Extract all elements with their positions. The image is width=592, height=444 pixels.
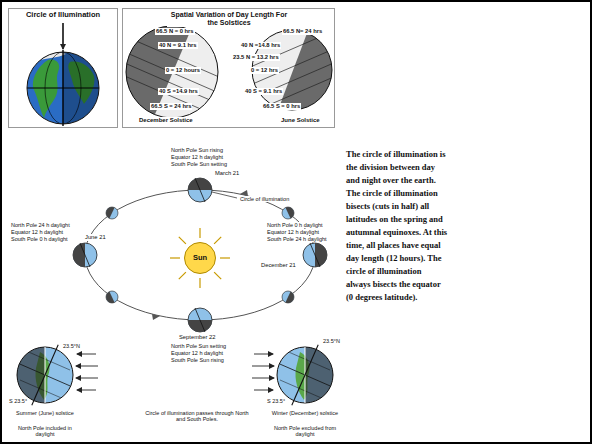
sun-circle: Sun — [184, 242, 216, 274]
daylight-row: North Pole 24 h daylight — [10, 222, 71, 228]
date-label: December 21 — [260, 262, 297, 269]
daylight-row: North Pole 0 h daylight — [266, 222, 324, 228]
day-length-label: 23.5 N = 13.2 hrs — [232, 54, 280, 61]
day-length-label: 40 S =14.9 hrs — [158, 88, 199, 95]
day-length-label: 40 N =14.8 hrs — [240, 42, 281, 49]
callout-label: Circle of illumination — [239, 196, 290, 202]
solstice-caption: December Solstice — [138, 117, 194, 124]
daylight-row: South Pole Sun setting — [170, 161, 228, 167]
daylight-row: South Pole Sun rising — [170, 357, 225, 363]
figure-panel: Spatial Variation of Day Length For the … — [122, 8, 335, 128]
panel-title: Spatial Variation of Day Length For the … — [167, 11, 291, 27]
globe-caption: Summer (June) solstice — [8, 410, 82, 416]
date-label: June 21 — [84, 234, 107, 241]
date-label: March 21 — [214, 170, 240, 177]
day-length-label: 66.5 N= 24 hrs — [282, 28, 323, 35]
globe-note: North Pole excluded from daylight — [268, 425, 342, 438]
panel-title: Circle of Illumination — [11, 11, 115, 20]
day-length-label: 0 = 12 hrs — [250, 67, 279, 74]
angle-label: 23.5°N — [62, 343, 81, 349]
daylight-row: South Pole 24 h daylight — [266, 236, 328, 242]
angle-label: S 23.5° — [266, 398, 286, 404]
date-label: September 22 — [178, 334, 216, 341]
daylight-row: North Pole Sun setting — [170, 343, 227, 349]
day-length-label: 0 = 12 hours — [165, 67, 201, 74]
angle-label: S 23.5° — [8, 398, 28, 404]
sun-label: Sun — [193, 254, 207, 263]
day-length-label: 66.5 S = 24 hrs — [150, 103, 192, 110]
figure-note: Circle of illumination passes through No… — [140, 410, 254, 423]
globe-note: North Pole included in daylight — [8, 425, 82, 438]
explanation-text: The circle of illumination is the divisi… — [345, 148, 449, 304]
figure-panel: Circle of Illumination — [8, 8, 118, 128]
daylight-row: North Pole Sun rising — [170, 147, 224, 153]
day-length-label: 40 S = 9.1 hrs — [244, 88, 283, 95]
day-length-label: 66.5 S = 0 hrs — [262, 103, 301, 110]
daylight-row: Equator 12 h daylight — [266, 229, 320, 235]
daylight-row: Equator 12 h daylight — [170, 154, 224, 160]
daylight-row: Equator 12 h daylight — [10, 229, 64, 235]
daylight-row: Equator 12 h daylight — [170, 350, 224, 356]
day-length-label: 40 N = 9.1 hrs — [158, 42, 198, 49]
daylight-row: South Pole 0 h daylight — [10, 236, 69, 242]
solstice-caption: June Solstice — [280, 117, 321, 124]
angle-label: 23.5°N — [322, 338, 341, 344]
globe-caption: Winter (December) solstice — [268, 410, 342, 416]
day-length-label: 66.5 N = 0 hrs — [155, 28, 195, 35]
